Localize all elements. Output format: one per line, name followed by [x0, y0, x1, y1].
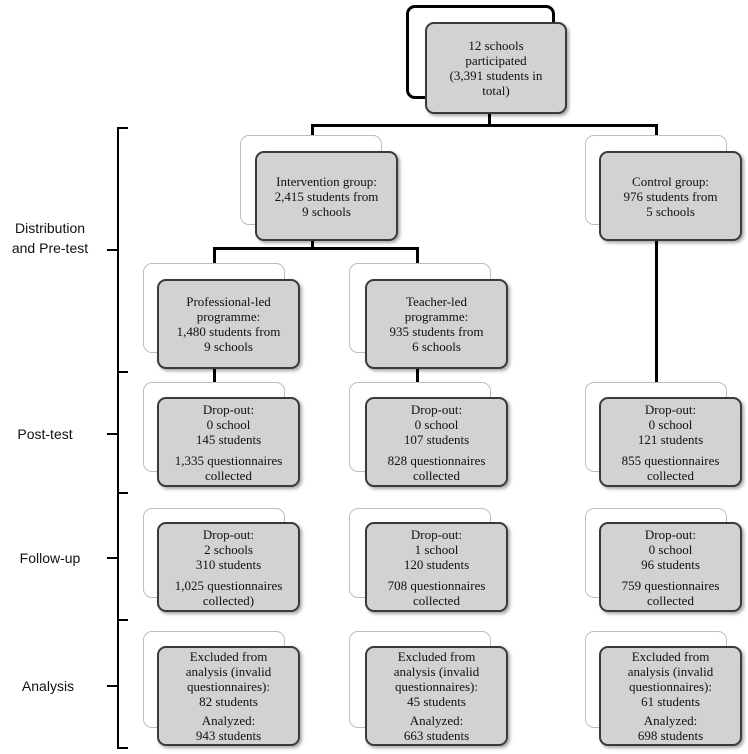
an-professional-box: Excluded from analysis (invalid question…	[157, 646, 300, 746]
stage-post-test-label: Post-test	[17, 426, 73, 442]
post-teach-line-5: collected	[413, 467, 460, 483]
professional-line-4: 9 schools	[204, 339, 253, 354]
post-teach-line-4: 828 questionnaires	[387, 452, 486, 468]
fu-professional-box: Drop-out: 2 schools 310 students 1,025 q…	[157, 522, 300, 612]
post-prof-line-2: 0 school	[206, 416, 251, 432]
teacher-box: Teacher-led programme: 935 students from…	[365, 279, 508, 369]
top-line-1: 12 schools	[468, 38, 524, 53]
fu-prof-line-4: 1,025 questionnaires	[174, 577, 283, 593]
an-ctrl-line-3: questionnaires):	[628, 679, 713, 694]
intervention-box: Intervention group: 2,415 students from …	[255, 151, 398, 241]
an-teach-line-1: Excluded from	[397, 649, 476, 664]
an-prof-line-1: Excluded from	[189, 649, 268, 664]
teacher-line-1: Teacher-led	[406, 294, 467, 309]
fu-ctrl-line-3: 96 students	[641, 556, 700, 572]
top-line-3: (3,391 students in	[449, 68, 543, 83]
connector-split-horizontal	[213, 247, 418, 250]
connector-intervention-down	[311, 240, 314, 250]
fu-ctrl-line-1: Drop-out:	[644, 526, 697, 542]
fu-prof-line-5: collected)	[202, 592, 255, 608]
post-ctrl-line-4: 855 questionnaires	[621, 452, 720, 468]
teacher-line-3: 935 students from	[389, 324, 484, 339]
an-prof-line-4: 82 students	[199, 694, 258, 709]
an-teach-line-4: 45 students	[407, 694, 466, 709]
post-teach-line-3: 107 students	[403, 431, 470, 447]
fu-teach-line-4: 708 questionnaires	[387, 577, 486, 593]
fu-prof-line-3: 310 students	[195, 556, 262, 572]
post-ctrl-line-5: collected	[647, 467, 694, 483]
fu-ctrl-line-4: 759 questionnaires	[621, 577, 720, 593]
fu-teach-line-1: Drop-out:	[410, 526, 463, 542]
fu-control-box: Drop-out: 0 school 96 students 759 quest…	[599, 522, 742, 612]
connector-control-down	[655, 240, 658, 398]
post-prof-line-1: Drop-out:	[202, 401, 255, 417]
post-teach-line-2: 0 school	[414, 416, 459, 432]
an-control-box: Excluded from analysis (invalid question…	[599, 646, 742, 746]
an-prof-line-6: 943 students	[195, 728, 262, 743]
an-teach-line-2: analysis (invalid	[393, 664, 480, 679]
an-teach-line-6: 663 students	[403, 728, 470, 743]
fu-teach-line-5: collected	[413, 592, 460, 608]
an-teach-line-5: Analyzed:	[409, 713, 464, 728]
stage-distribution-label: Distribution and Pre-test	[0, 218, 100, 258]
intervention-line-1: Intervention group:	[276, 173, 377, 189]
an-ctrl-line-4: 61 students	[641, 694, 700, 709]
an-ctrl-line-2: analysis (invalid	[627, 664, 714, 679]
post-prof-line-4: 1,335 questionnaires	[174, 452, 283, 468]
control-line-3: 5 schools	[646, 203, 695, 219]
post-ctrl-line-2: 0 school	[648, 416, 693, 432]
an-ctrl-line-6: 698 students	[637, 728, 704, 743]
fu-ctrl-line-2: 0 school	[648, 541, 693, 557]
teacher-line-4: 6 schools	[412, 339, 461, 354]
top-box: 12 schools participated (3,391 students …	[425, 22, 567, 114]
connector-top-horizontal	[311, 124, 658, 127]
intervention-line-2: 2,415 students from	[274, 188, 379, 204]
post-teach-line-1: Drop-out:	[410, 401, 463, 417]
control-line-2: 976 students from	[623, 188, 718, 204]
an-prof-line-5: Analyzed:	[201, 713, 256, 728]
an-ctrl-line-1: Excluded from	[631, 649, 710, 664]
post-professional-box: Drop-out: 0 school 145 students 1,335 qu…	[157, 397, 300, 487]
an-teacher-box: Excluded from analysis (invalid question…	[365, 646, 508, 746]
professional-box: Professional-led programme: 1,480 studen…	[157, 279, 300, 369]
post-control-box: Drop-out: 0 school 121 students 855 ques…	[599, 397, 742, 487]
stage-distribution-line-2: and Pre-test	[11, 240, 89, 256]
teacher-line-2: programme:	[404, 309, 469, 324]
control-box: Control group: 976 students from 5 schoo…	[599, 151, 742, 241]
an-teach-line-3: questionnaires):	[394, 679, 479, 694]
fu-teach-line-2: 1 school	[414, 541, 459, 557]
professional-line-3: 1,480 students from	[176, 324, 281, 339]
an-prof-line-2: analysis (invalid	[185, 664, 272, 679]
top-line-2: participated	[465, 53, 527, 68]
post-prof-line-3: 145 students	[195, 431, 262, 447]
stage-distribution-line-1: Distribution	[14, 220, 86, 236]
post-teacher-box: Drop-out: 0 school 107 students 828 ques…	[365, 397, 508, 487]
an-prof-line-3: questionnaires):	[186, 679, 271, 694]
professional-line-1: Professional-led	[186, 294, 271, 309]
post-prof-line-5: collected	[205, 467, 252, 483]
fu-teacher-box: Drop-out: 1 school 120 students 708 ques…	[365, 522, 508, 612]
top-line-4: total)	[482, 83, 510, 98]
fu-teach-line-3: 120 students	[403, 556, 470, 572]
post-ctrl-line-1: Drop-out:	[644, 401, 697, 417]
post-ctrl-line-3: 121 students	[637, 431, 704, 447]
professional-line-2: programme:	[196, 309, 261, 324]
fu-prof-line-1: Drop-out:	[202, 526, 255, 542]
fu-prof-line-2: 2 schools	[204, 541, 253, 557]
intervention-line-3: 9 schools	[302, 203, 351, 219]
stage-analysis-label: Analysis	[21, 678, 75, 694]
an-ctrl-line-5: Analyzed:	[643, 713, 698, 728]
stage-follow-up-label: Follow-up	[19, 550, 81, 566]
connector-top-down	[488, 112, 491, 127]
fu-ctrl-line-5: collected	[647, 592, 694, 608]
control-line-1: Control group:	[632, 173, 709, 189]
